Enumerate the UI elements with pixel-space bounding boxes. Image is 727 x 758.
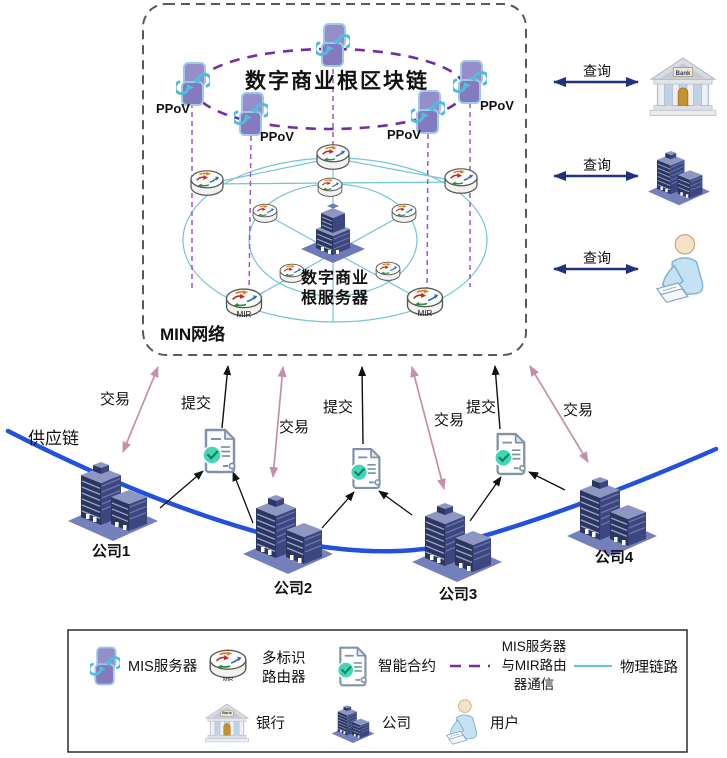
transaction-arrow	[529, 365, 589, 463]
transaction-arrow	[122, 366, 159, 453]
legend-router-label: 路由器	[262, 669, 306, 686]
root-server-building	[300, 203, 366, 264]
company-to-contract-arrow	[232, 471, 254, 524]
root-server-label: 根服务器	[301, 288, 369, 307]
transaction-arrow	[269, 366, 287, 478]
submit-label: 提交	[466, 398, 496, 416]
bank-sign-label: Bank	[676, 71, 691, 77]
mis-server-icon	[176, 61, 210, 107]
min-network-box	[142, 3, 527, 356]
submit-arrow	[491, 365, 501, 430]
legend-contract-icon	[336, 646, 368, 687]
transaction-label: 交易	[100, 390, 130, 408]
mis-mir-dashed-link	[248, 135, 252, 296]
company-to-contract-arrow	[321, 491, 355, 529]
mis-server-icon	[453, 59, 487, 105]
mir-router-label: MIR	[237, 310, 252, 319]
physical-link-line	[332, 157, 462, 183]
company-building	[566, 476, 658, 556]
smart-contract-icon	[201, 428, 236, 474]
transaction-label: 交易	[563, 401, 593, 419]
query-label: 查询	[583, 157, 611, 173]
legend-mis-server-label: MIS服务器	[128, 658, 198, 675]
ppov-label: PPoV	[480, 98, 514, 113]
company-building	[411, 502, 503, 582]
company-to-contract-arrow	[469, 476, 502, 522]
mis-mir-dashed-link	[426, 133, 429, 295]
legend-mis-mir-label: 器通信	[514, 677, 555, 692]
submit-arrow	[358, 366, 367, 445]
legend-router-label: 多标识	[262, 650, 306, 667]
submit-arrow	[221, 365, 232, 429]
router-icon	[375, 261, 401, 281]
company-label: 公司1	[92, 543, 130, 560]
submit-arrows	[221, 365, 501, 445]
legend-bank-sign: Bank	[222, 710, 233, 715]
legend-physical-link-label: 物理链路	[620, 659, 678, 676]
query-arrows	[553, 77, 639, 274]
legend-box	[67, 629, 688, 753]
legend-user-label: 用户	[490, 715, 519, 732]
company-label: 公司3	[439, 586, 477, 603]
router-icon	[252, 203, 278, 223]
company-building	[67, 461, 159, 541]
legend-router-mir-label: MIR	[223, 677, 233, 683]
submit-label: 提交	[181, 394, 211, 412]
mir-router-label: MIR	[418, 309, 433, 318]
mis-server-icon	[316, 22, 350, 68]
company-to-contract-arrow	[159, 470, 204, 509]
root-server-label: 数字商业	[301, 268, 369, 287]
legend-mis-mir-label: MIS服务器	[502, 639, 567, 654]
company-to-contract-arrow	[528, 471, 566, 491]
legend-bank-label: 银行	[256, 715, 285, 732]
transaction-arrows	[122, 365, 589, 490]
transaction-label: 交易	[434, 411, 464, 429]
router-icon	[444, 168, 478, 195]
physical-link-line	[264, 213, 426, 303]
physical-link-line	[206, 157, 334, 185]
legend-contract-label: 智能合约	[378, 658, 436, 675]
transaction-label: 交易	[279, 418, 309, 436]
query-label: 查询	[583, 63, 611, 79]
company-building	[242, 494, 334, 574]
company-contract-arrows	[159, 470, 566, 529]
min-network-label: MIN网络	[160, 324, 225, 344]
submit-label: 提交	[323, 398, 353, 416]
router-icon	[391, 203, 417, 223]
transaction-arrow	[410, 366, 446, 490]
router-icon	[190, 170, 224, 197]
legend-mis-mir-label: 与MIR路由	[501, 658, 566, 673]
query-label: 查询	[583, 250, 611, 266]
ppov-label: PPoV	[387, 127, 421, 142]
company-label: 公司2	[274, 580, 312, 597]
ppov-label: PPoV	[156, 101, 190, 116]
router-icon	[316, 144, 350, 171]
bank-icon	[649, 57, 717, 117]
mis-mir-links	[191, 60, 471, 296]
company-to-contract-arrow	[378, 490, 413, 516]
supply-chain-label: 供应链	[28, 429, 79, 448]
user-icon	[656, 233, 704, 304]
blockchain-title: 数字商业根区块链	[245, 69, 429, 93]
smart-contract-icon	[493, 432, 526, 476]
company-label: 公司4	[595, 549, 634, 566]
smart-contract-icon	[349, 447, 382, 490]
ppov-label: PPoV	[260, 129, 294, 144]
company-icon	[647, 150, 711, 206]
router-icon	[317, 177, 343, 197]
legend-router-icon	[209, 649, 247, 679]
legend-company-label: 公司	[382, 716, 411, 732]
